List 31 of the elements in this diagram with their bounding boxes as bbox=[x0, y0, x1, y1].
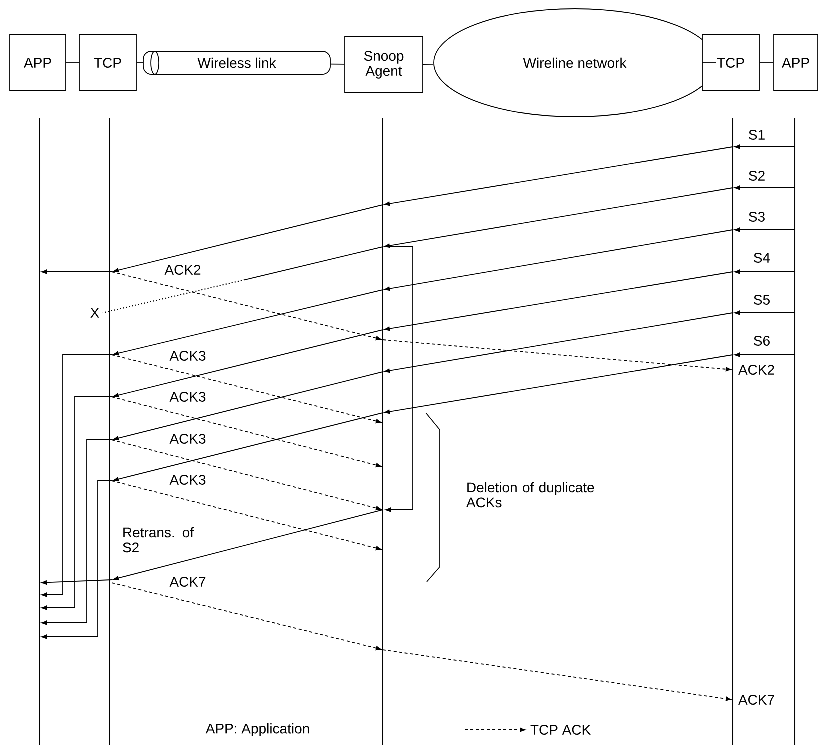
connector-line bbox=[760, 62, 774, 64]
message-label: S3 bbox=[749, 212, 765, 222]
message-label: ACK3 bbox=[170, 392, 206, 402]
connector-line bbox=[702, 62, 717, 64]
message-label: APP: Application bbox=[206, 723, 310, 737]
connector-line bbox=[66, 62, 80, 64]
message-label: ACK7 bbox=[738, 695, 774, 705]
message-label: S4 bbox=[754, 253, 770, 263]
agent-box: Snoop Agent bbox=[344, 36, 424, 94]
link-cylinder: Wireless link bbox=[143, 51, 331, 75]
message-label: ACK3 bbox=[170, 475, 206, 485]
message-label: ACK7 bbox=[170, 577, 206, 587]
message-label: S2 bbox=[749, 171, 765, 181]
message-label: ACK3 bbox=[170, 351, 206, 361]
message-label: Retrans. of S2 bbox=[123, 527, 194, 553]
layer-box: APP bbox=[774, 34, 818, 92]
message-label: Deletion of duplicate ACKs bbox=[466, 482, 594, 508]
connector-line bbox=[330, 64, 345, 65]
message-label: X bbox=[90, 308, 100, 318]
message-label: ACK2 bbox=[164, 265, 201, 275]
connector-line bbox=[136, 62, 144, 64]
connector-line bbox=[423, 64, 434, 66]
message-label: S5 bbox=[754, 295, 770, 305]
message-label: ACK3 bbox=[170, 434, 206, 444]
message-label: ACK2 bbox=[738, 365, 774, 375]
legend-label: TCP ACK bbox=[530, 725, 591, 735]
layer-box: TCP bbox=[702, 34, 760, 92]
layer-box: TCP bbox=[79, 34, 137, 92]
message-label: S1 bbox=[749, 130, 765, 140]
message-label: S6 bbox=[754, 336, 770, 346]
layer-box: APP bbox=[10, 34, 66, 92]
